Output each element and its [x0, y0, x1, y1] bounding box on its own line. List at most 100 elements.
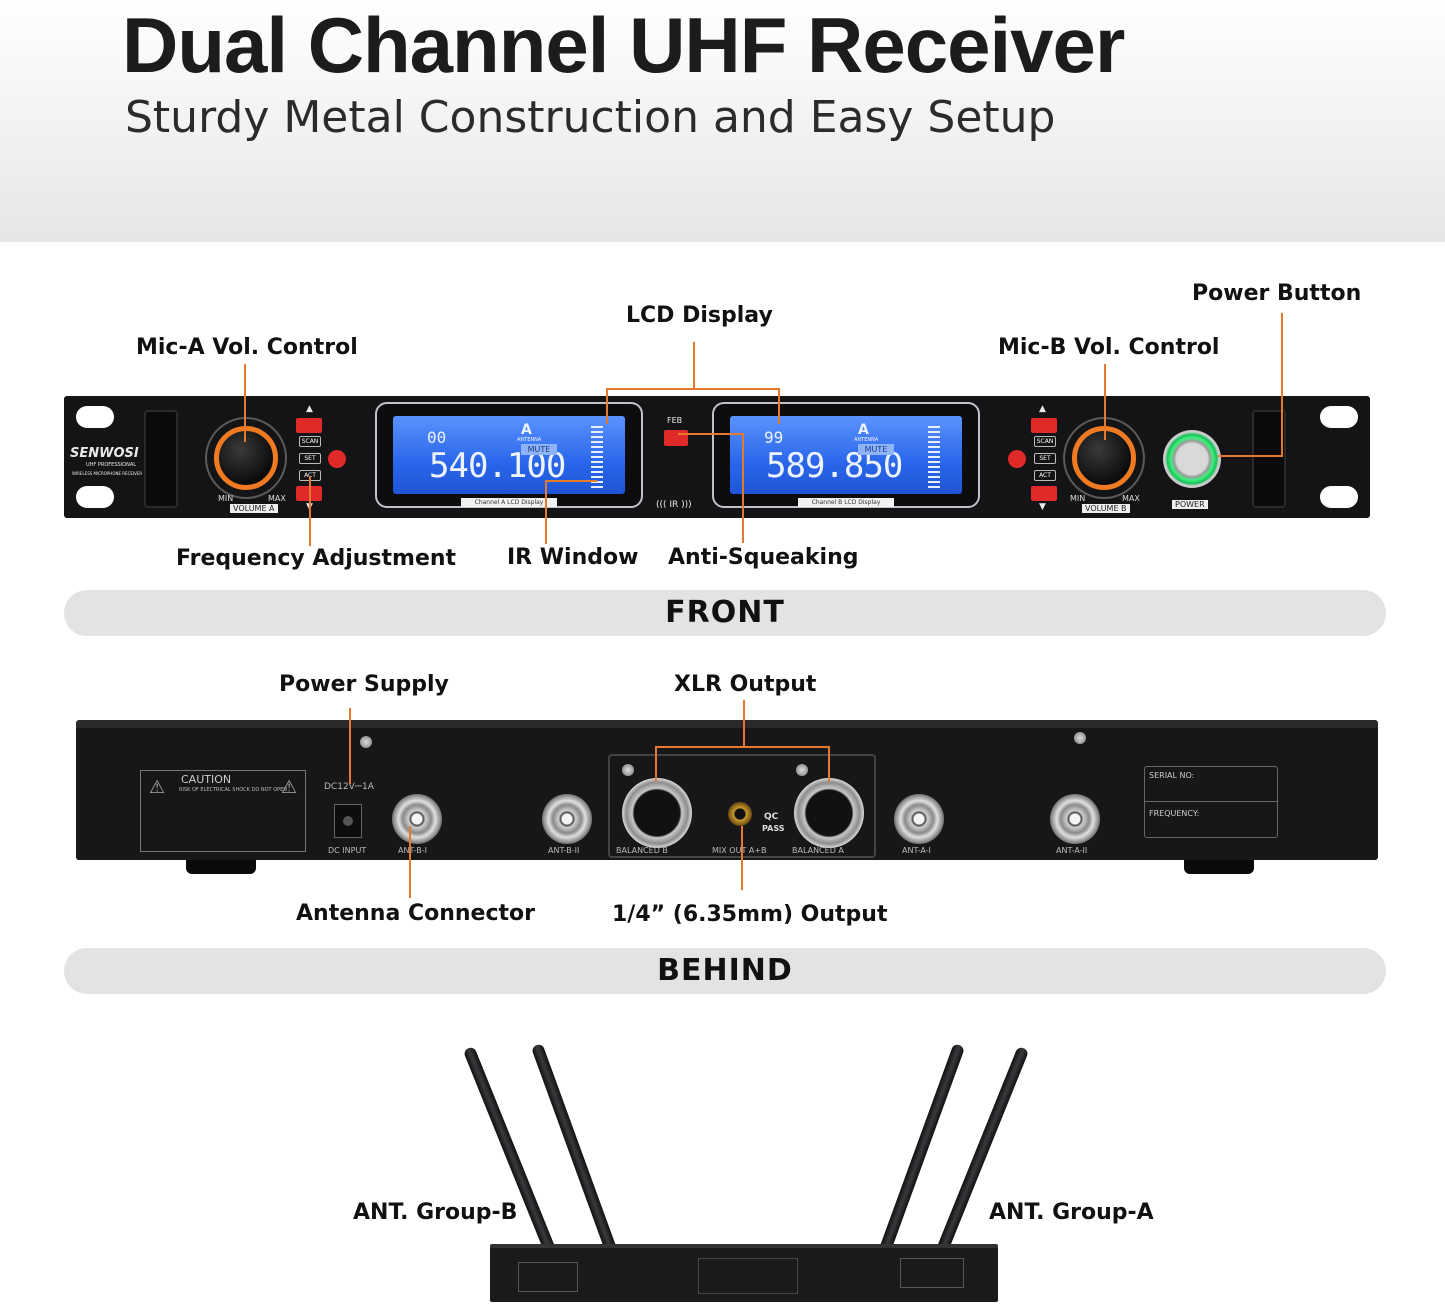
- leader-line: [545, 480, 547, 544]
- leader-line: [678, 433, 744, 435]
- screw: [796, 764, 808, 776]
- channel-b-down-button[interactable]: [1031, 486, 1057, 501]
- up-arrow-icon: ▲: [1039, 404, 1046, 414]
- ant-a1-label: ANT-A-I: [902, 846, 931, 855]
- callout-antenna-connector: Antenna Connector: [296, 901, 535, 926]
- callout-lcd: LCD Display: [626, 303, 773, 328]
- antenna-icon: A: [858, 422, 869, 438]
- lcd-a-caption: Channel A LCD Display: [461, 498, 557, 507]
- dc-input-label: DC INPUT: [328, 846, 367, 855]
- set-key-b[interactable]: SET: [1034, 453, 1056, 464]
- leader-line: [655, 746, 657, 782]
- callout-power-supply: Power Supply: [279, 672, 449, 697]
- lcd-a-rf-meter: [591, 426, 603, 488]
- feb-label: FEB: [667, 416, 683, 425]
- volume-a-knob[interactable]: [214, 426, 278, 490]
- lcd-b-caption: Channel B LCD Display: [798, 498, 894, 507]
- channel-a-up-button[interactable]: [296, 418, 322, 433]
- rack-ear-hole: [1320, 406, 1358, 428]
- leader-line: [1104, 364, 1106, 440]
- leader-line: [778, 388, 780, 424]
- section-bar-front: FRONT: [64, 590, 1386, 636]
- header-banner: [0, 0, 1445, 242]
- lcd-b-display: 99 589.850 A ANTENNA MUTE: [730, 416, 962, 494]
- leader-line: [606, 388, 608, 424]
- serial-no-label: SERIAL NO:: [1149, 771, 1195, 780]
- callout-power-button: Power Button: [1192, 281, 1362, 306]
- leader-line: [606, 388, 780, 390]
- callout-quarter-output: 1/4” (6.35mm) Output: [612, 902, 888, 927]
- rubber-foot: [186, 860, 256, 874]
- lcd-a-antenna-label: ANTENNA: [517, 437, 542, 443]
- down-arrow-icon: ▼: [1039, 502, 1046, 512]
- divider: [1145, 801, 1277, 802]
- lcd-a-display: 00 540.100 A ANTENNA MUTE: [393, 416, 625, 494]
- dc-input-jack[interactable]: [334, 804, 362, 838]
- caution-title: CAUTION: [181, 773, 232, 786]
- page-subtitle: Sturdy Metal Construction and Easy Setup: [125, 92, 1056, 143]
- xlr-balanced-a-jack[interactable]: [794, 778, 864, 848]
- act-key-b[interactable]: ACT: [1034, 470, 1056, 481]
- lcd-a-mute: MUTE: [521, 444, 557, 455]
- brand-sub: UHF PROFESSIONAL: [86, 462, 137, 468]
- leader-line: [1281, 313, 1283, 457]
- rack-ear-hole: [76, 486, 114, 508]
- caution-sub: RISK OF ELECTRICAL SHOCK DO NOT OPEN: [179, 787, 288, 793]
- power-button[interactable]: [1163, 430, 1221, 488]
- callout-ir-window: IR Window: [507, 545, 639, 570]
- mini-output-plate: [698, 1258, 798, 1294]
- screw: [1074, 732, 1086, 744]
- volume-a-label: VOLUME A: [230, 504, 278, 513]
- lcd-a-channel: 00: [427, 428, 447, 447]
- scan-key-b[interactable]: SCAN: [1034, 436, 1056, 447]
- leader-line: [545, 480, 597, 482]
- lcd-a-frame: 00 540.100 A ANTENNA MUTE Channel A LCD …: [375, 402, 643, 508]
- ant-b2-connector[interactable]: [542, 794, 592, 844]
- channel-b-up-button[interactable]: [1031, 418, 1057, 433]
- leader-line: [828, 746, 830, 782]
- balanced-b-label: BALANCED B: [616, 846, 668, 855]
- screw: [360, 736, 372, 748]
- ant-a2-label: ANT-A-II: [1056, 846, 1088, 855]
- leader-line: [349, 708, 351, 784]
- ant-b2-label: ANT-B-II: [548, 846, 580, 855]
- serial-label-box: SERIAL NO: FREQUENCY:: [1144, 766, 1278, 838]
- leader-line: [741, 826, 743, 890]
- quarter-inch-jack[interactable]: [728, 802, 752, 826]
- qc-label: QC: [764, 812, 779, 822]
- pass-label: PASS: [762, 824, 785, 833]
- ant-b1-label: ANT-B-I: [398, 846, 427, 855]
- warning-icon: ⚠: [281, 777, 298, 798]
- page-title: Dual Channel UHF Receiver: [122, 1, 1125, 89]
- lcd-b-mute: MUTE: [858, 444, 894, 455]
- leader-line: [743, 700, 745, 748]
- mix-out-label: MIX OUT A+B: [712, 846, 767, 855]
- set-key-a[interactable]: SET: [299, 453, 321, 464]
- leader-line: [742, 433, 744, 543]
- leader-line: [244, 364, 246, 442]
- front-panel: SENWOSI UHF PROFESSIONAL WIRELESS MICROP…: [64, 396, 1370, 518]
- callout-mic-b: Mic-B Vol. Control: [998, 335, 1220, 360]
- xlr-balanced-b-jack[interactable]: [622, 778, 692, 848]
- brand-sub: WIRELESS MICROPHONE RECEIVER: [72, 471, 143, 476]
- frequency-label: FREQUENCY:: [1149, 809, 1200, 818]
- balanced-a-label: BALANCED A: [792, 846, 844, 855]
- section-bar-behind: BEHIND: [64, 948, 1386, 994]
- mini-serial-box: [900, 1258, 964, 1288]
- rack-handle: [144, 410, 178, 508]
- leader-line: [409, 826, 411, 898]
- channel-b-indicator: [1008, 450, 1026, 468]
- knob-max-label: MAX: [1122, 494, 1140, 503]
- rack-handle: [1252, 410, 1286, 508]
- scan-key-a[interactable]: SCAN: [299, 436, 321, 447]
- ant-a2-connector[interactable]: [1050, 794, 1100, 844]
- lcd-b-rf-meter: [928, 426, 940, 488]
- ant-b1-connector[interactable]: [392, 794, 442, 844]
- rubber-foot: [1184, 860, 1254, 874]
- callout-xlr-output: XLR Output: [674, 672, 817, 697]
- ant-a1-connector[interactable]: [894, 794, 944, 844]
- volume-b-label: VOLUME B: [1082, 504, 1130, 513]
- screw: [622, 764, 634, 776]
- up-arrow-icon: ▲: [306, 404, 313, 414]
- knob-max-label: MAX: [268, 494, 286, 503]
